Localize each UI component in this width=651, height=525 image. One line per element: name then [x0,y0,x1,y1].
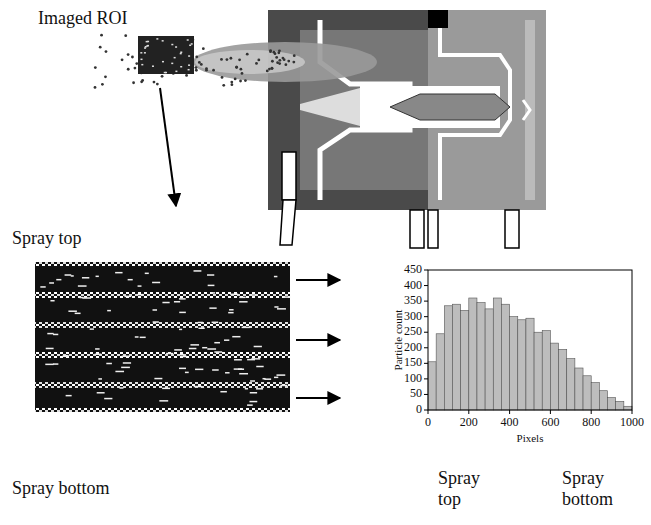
axis-tick: 0 [416,403,422,417]
spray-plume [195,50,305,74]
axis-tick: 350 [404,294,422,308]
axis-title: Pixels [517,432,544,445]
axis-tick: 800 [582,416,600,430]
axis-title: Particle count [392,310,405,371]
axis-tick: 200 [460,416,478,430]
roi-box [138,36,194,74]
axis-tick: 400 [404,279,422,293]
spray-plume [193,42,377,82]
axis-tick: 400 [501,416,519,430]
spray-particles [94,34,296,89]
axis-tick: 0 [425,416,431,430]
axis-tick: 1000 [620,416,644,430]
roi-particles [140,38,192,73]
axis-tick: 600 [541,416,559,430]
nozzle [268,10,546,210]
feed-tubes [280,152,519,248]
part-label: Imaged ROI [38,8,127,29]
axis-tick: 150 [404,356,422,370]
axis-tick: 450 [404,263,422,277]
axis-tick: 100 [404,372,422,386]
axis-tick: 50 [410,388,422,402]
band-label: Spray bottom [562,468,624,509]
pointer-arrow [160,88,176,206]
band-arrows [296,280,340,398]
band-label: Spray top [438,468,500,509]
axis-tick: 250 [404,325,422,339]
band-label: Spray bottom [12,478,110,499]
band-label: Spray top [12,228,82,249]
axis-tick: 200 [404,341,422,355]
spray-image [35,262,290,412]
axis-tick: 300 [404,310,422,324]
histogram [424,270,632,414]
